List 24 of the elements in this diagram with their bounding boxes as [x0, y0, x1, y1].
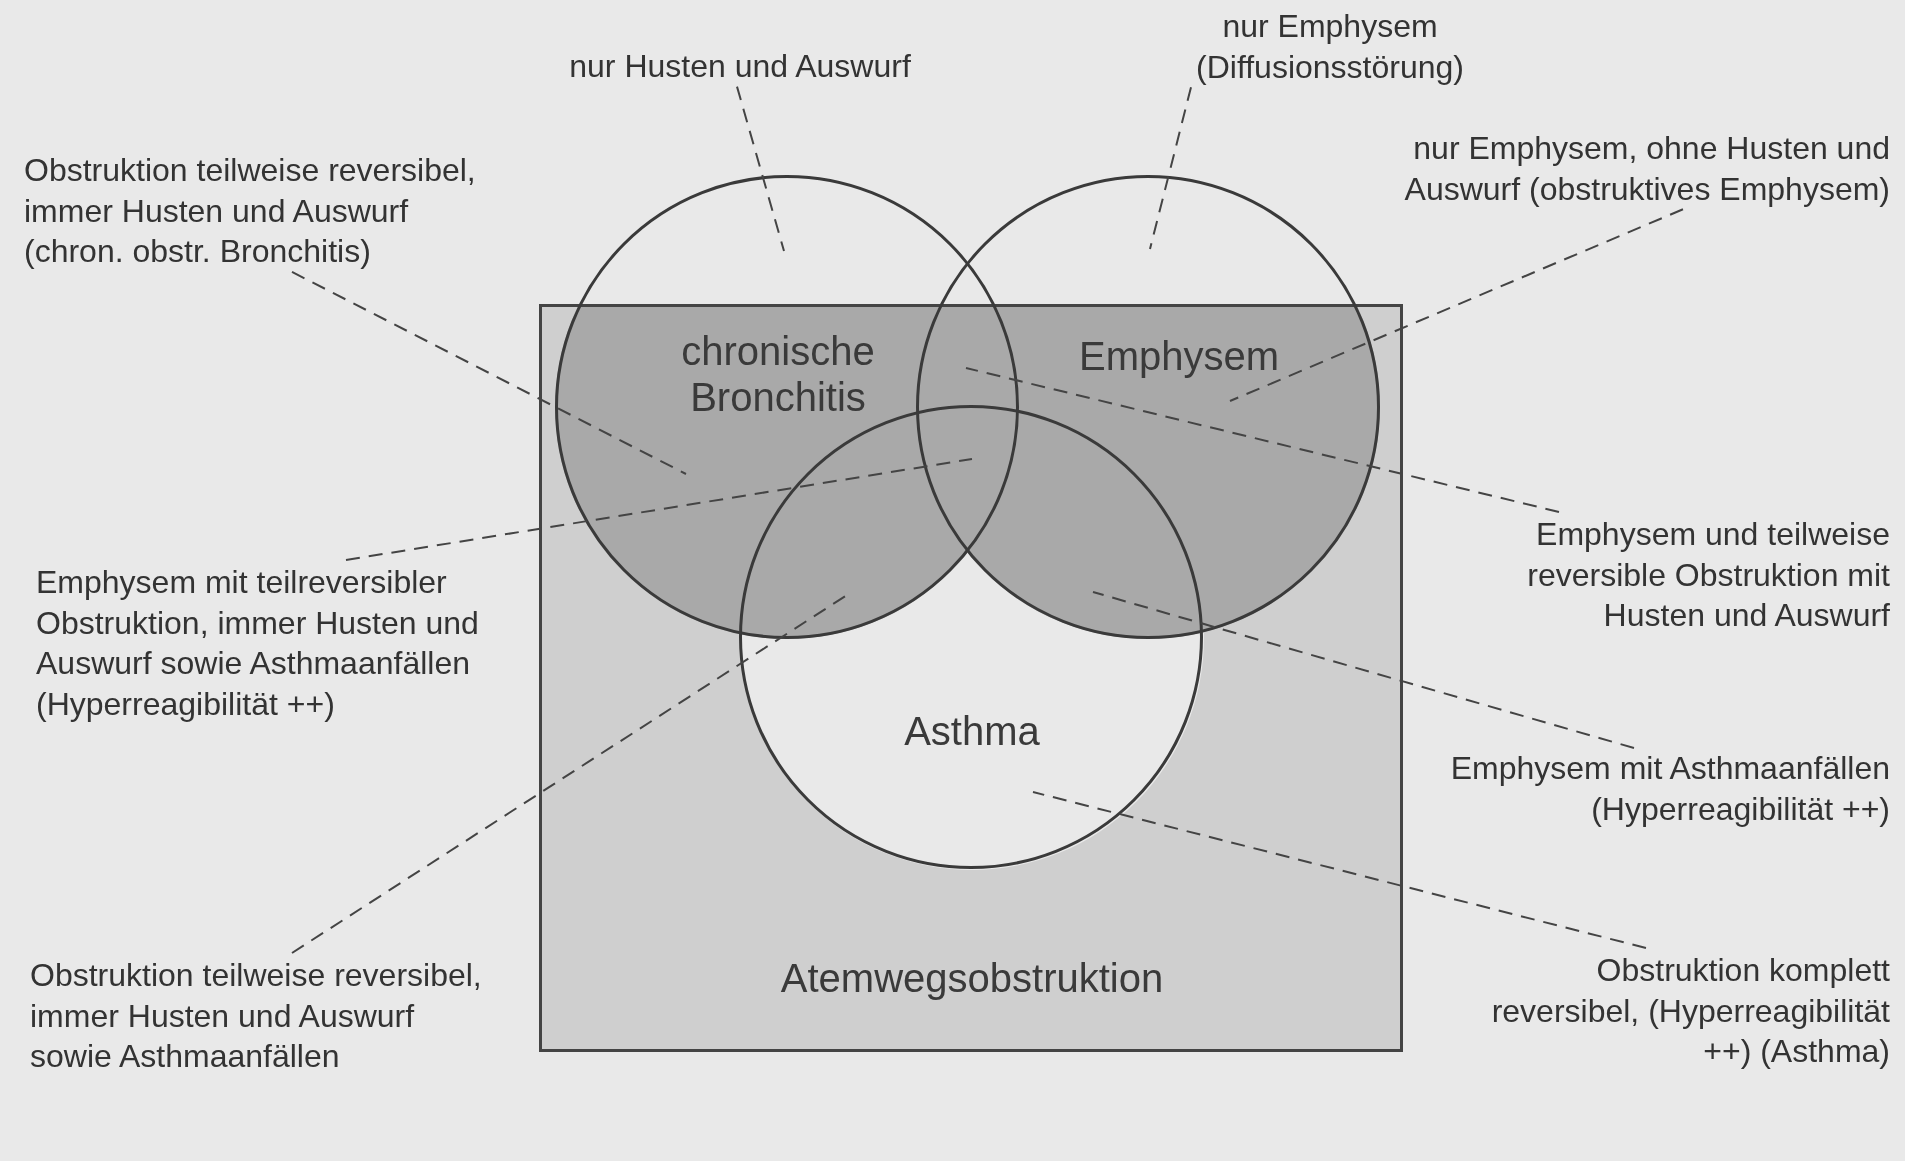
leader-line [291, 270, 687, 475]
callout-text: Emphysem und teilweise reversible Obstruktion mit Husten und Auswurf [1450, 514, 1890, 636]
venn-circle [916, 175, 1380, 639]
circle-label: chronische Bronchitis [680, 328, 876, 420]
leader-line [1149, 86, 1192, 250]
leader-line [736, 85, 785, 252]
leader-line [1229, 208, 1684, 402]
callout-text: Emphysem mit Asthmaanfällen (Hyperreagibilität ++) [1450, 748, 1890, 830]
callout-text: Obstruktion teilweise reversibel, immer Husten und Auswurf sowie Asthmaanfällen [30, 955, 500, 1077]
callout-text: nur Emphysem, ohne Husten und Auswurf (obstruktives Emphysem) [1390, 128, 1890, 210]
leader-line [1032, 791, 1647, 949]
leader-line [965, 367, 1560, 513]
circle-label: Asthma [903, 708, 1041, 754]
rectangle-label: Atemwegsobstruktion [779, 955, 1165, 1001]
callout-text: nur Husten und Auswurf [480, 46, 1000, 87]
circle-label: Emphysem [1077, 333, 1281, 379]
callout-text: nur Emphysem (Diffusionsstörung) [1130, 6, 1530, 88]
callout-text: Obstruktion teilweise reversibel, immer Husten und Auswurf (chron. obstr. Bronchitis) [24, 150, 494, 272]
leader-line [291, 594, 848, 954]
venn-circle [555, 175, 1019, 639]
callout-text: Emphysem mit teilreversibler Obstruktion, immer Husten und Auswurf sowie Asthmaanfällen (Hyperreagibilität ++) [36, 562, 536, 725]
callout-text: Obstruktion komplett reversibel, (Hyperreagibilität ++) (Asthma) [1450, 950, 1890, 1072]
leader-line [1092, 591, 1635, 749]
leader-line [345, 458, 973, 561]
